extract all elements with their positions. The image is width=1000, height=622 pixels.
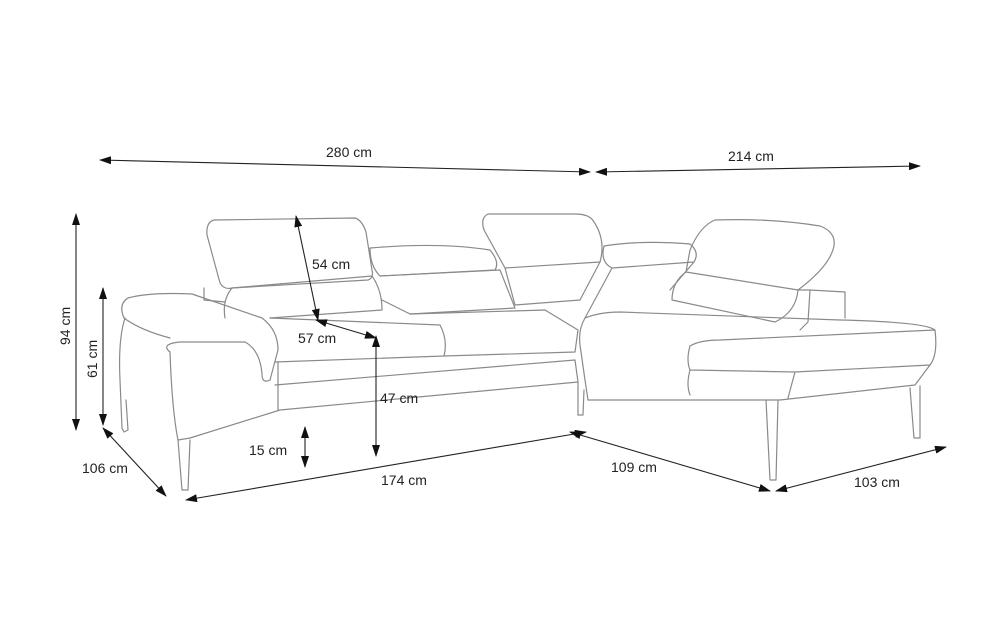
- dimension-labels: 280 cm 214 cm 94 cm 61 cm 106 cm 174 cm …: [57, 144, 900, 490]
- leg: [121, 399, 129, 433]
- middle-pillow: [369, 244, 498, 277]
- center-headrest: [482, 213, 603, 269]
- left-back-cushion: [223, 275, 383, 319]
- label-103: 103 cm: [854, 474, 900, 490]
- leg: [577, 381, 585, 416]
- arrow-103: [775, 445, 947, 493]
- label-106: 106 cm: [82, 460, 128, 476]
- label-57: 57 cm: [298, 330, 336, 346]
- arrow-214: [595, 162, 921, 176]
- left-headrest: [206, 217, 374, 290]
- arrow-57: [315, 319, 377, 339]
- leg: [909, 385, 921, 439]
- sofa-outline: [118, 213, 937, 491]
- label-109: 109 cm: [611, 459, 657, 475]
- arrow-106: [102, 427, 167, 497]
- leg: [765, 399, 779, 481]
- right-headrest: [685, 219, 835, 291]
- label-15: 15 cm: [249, 442, 287, 458]
- arrow-54: [294, 215, 320, 321]
- label-94: 94 cm: [57, 307, 73, 345]
- label-61: 61 cm: [84, 340, 100, 378]
- dimension-arrows: [72, 156, 947, 503]
- arrow-280: [99, 156, 591, 176]
- label-174: 174 cm: [381, 472, 427, 488]
- label-280: 280 cm: [326, 144, 372, 160]
- chaise: [584, 311, 937, 373]
- label-214: 214 cm: [728, 148, 774, 164]
- label-54: 54 cm: [312, 256, 350, 272]
- arrow-174: [185, 429, 587, 503]
- arrow-109: [569, 431, 771, 492]
- label-47: 47 cm: [380, 390, 418, 406]
- leg: [177, 439, 191, 491]
- left-armrest: [121, 292, 279, 382]
